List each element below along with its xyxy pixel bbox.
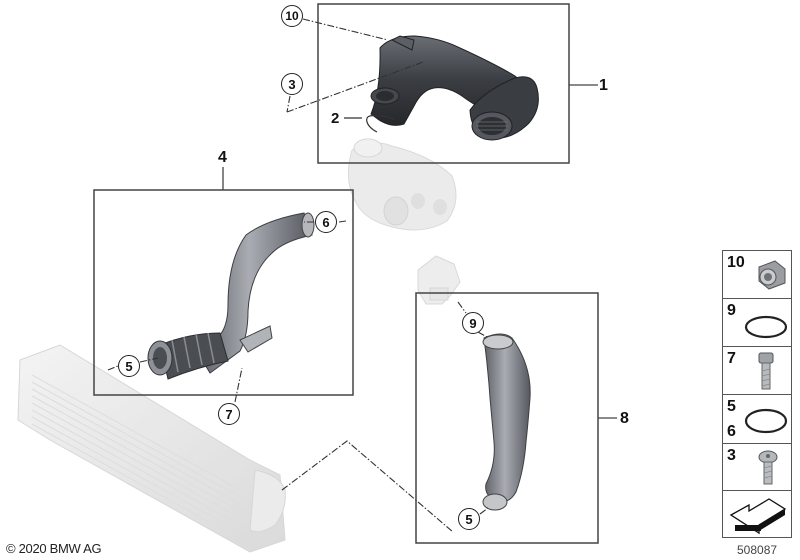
throttle-housing-ghosted [417,255,461,305]
panel-row-label: 7 [727,350,736,367]
group-label-8: 8 [620,410,629,427]
callout-5-pipe: 5 [118,355,140,377]
panel-row-3: 3 [723,444,791,491]
charge-air-hose [482,333,531,511]
group-label-1: 1 [599,77,608,94]
o-ring-icon [744,408,788,434]
wire-clip [366,115,396,133]
panel-row-label: 9 [727,302,736,319]
panel-row-label-secondary: 6 [727,423,736,440]
document-number: 508087 [737,543,778,557]
panel-row-7: 7 [723,347,791,395]
group-box-1 [317,3,570,164]
turbocharger-ghosted [347,138,457,231]
small-parts-panel: 10 9 7 5 6 3 [722,250,792,538]
panel-row-label: 5 [727,398,736,415]
intake-duct [370,35,539,141]
intercooler-ghosted [17,344,286,553]
charge-air-pipe-upper [147,212,315,380]
callout-7: 7 [218,403,240,425]
callout-2: 2 [331,110,340,127]
copyright-text: © 2020 BMW AG [6,541,102,556]
hex-bolt-icon [758,352,774,390]
torx-screw-icon [758,450,778,485]
panel-row-5-6: 5 6 [723,395,791,444]
nut-fitting-icon [758,260,786,290]
arrow-symbol-icon [729,498,787,535]
callout-5-hose: 5 [458,508,480,530]
callout-10: 10 [281,5,303,27]
group-label-4: 4 [218,149,227,166]
o-ring-icon [744,315,788,339]
panel-row-10: 10 [723,251,791,299]
callout-6: 6 [315,211,337,233]
panel-row-label: 10 [727,254,745,271]
panel-row-arrow [723,491,791,539]
panel-row-label: 3 [727,447,736,464]
panel-row-9: 9 [723,299,791,347]
callout-3: 3 [281,73,303,95]
callout-9: 9 [462,312,484,334]
